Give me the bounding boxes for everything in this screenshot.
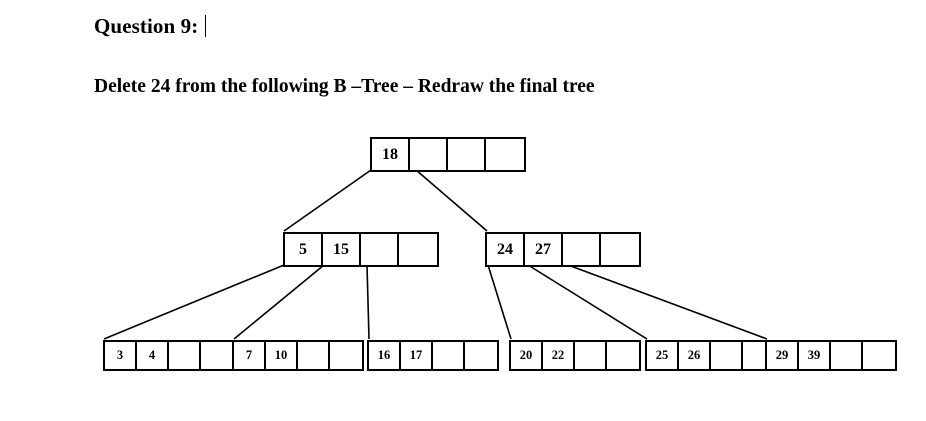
tree-cell-empty[interactable] [863, 342, 895, 369]
tree-cell-key[interactable]: 15 [323, 234, 361, 265]
tree-cell-key[interactable]: 26 [679, 342, 711, 369]
tree-cell-key[interactable]: 18 [372, 139, 410, 170]
tree-cell-key[interactable]: 4 [137, 342, 169, 369]
tree-cell-key[interactable]: 24 [487, 234, 525, 265]
tree-cell-empty[interactable] [575, 342, 607, 369]
tree-cell-empty[interactable] [330, 342, 362, 369]
tree-cell-empty[interactable] [410, 139, 448, 170]
tree-cell-empty[interactable] [563, 234, 601, 265]
tree-edge [415, 169, 488, 232]
tree-edge [487, 264, 512, 340]
tree-cell-key[interactable]: 27 [525, 234, 563, 265]
tree-cell-key[interactable]: 20 [511, 342, 543, 369]
tree-cell-empty[interactable] [433, 342, 465, 369]
tree-cell-key[interactable]: 7 [234, 342, 266, 369]
tree-cell-key[interactable]: 39 [799, 342, 831, 369]
tree-cell-key[interactable]: 29 [767, 342, 799, 369]
tree-cell-empty[interactable] [448, 139, 486, 170]
tree-cell-key[interactable]: 10 [266, 342, 298, 369]
tree-cell-key[interactable]: 3 [105, 342, 137, 369]
tree-edge [233, 264, 325, 340]
question-label: Question 9: [94, 14, 199, 38]
tree-cell-key[interactable]: 22 [543, 342, 575, 369]
tree-cell-key[interactable]: 17 [401, 342, 433, 369]
tree-cell-empty[interactable] [361, 234, 399, 265]
tree-cell-empty[interactable] [486, 139, 524, 170]
tree-cell-empty[interactable] [831, 342, 863, 369]
tree-cell-empty[interactable] [601, 234, 639, 265]
tree-cell-empty[interactable] [169, 342, 201, 369]
tree-cell-key[interactable]: 16 [369, 342, 401, 369]
tree-edge [103, 264, 285, 340]
question-prompt: Delete 24 from the following B –Tree – R… [94, 76, 595, 97]
tree-cell-key[interactable]: 5 [285, 234, 323, 265]
tree-edge [527, 264, 648, 340]
tree-cell-empty[interactable] [298, 342, 330, 369]
tree-cell-empty[interactable] [399, 234, 437, 265]
tree-edge [567, 264, 768, 340]
tree-cell-empty[interactable] [607, 342, 639, 369]
tree-edge [283, 169, 372, 232]
tree-node-root[interactable]: 18 [370, 137, 526, 172]
tree-cell-key[interactable]: 25 [647, 342, 679, 369]
tree-cell-empty[interactable] [711, 342, 743, 369]
tree-edge [366, 264, 370, 340]
page-title: Question 9: [94, 14, 207, 39]
tree-cell-empty[interactable] [201, 342, 233, 369]
text-cursor [205, 15, 207, 37]
tree-cell-empty[interactable] [465, 342, 497, 369]
